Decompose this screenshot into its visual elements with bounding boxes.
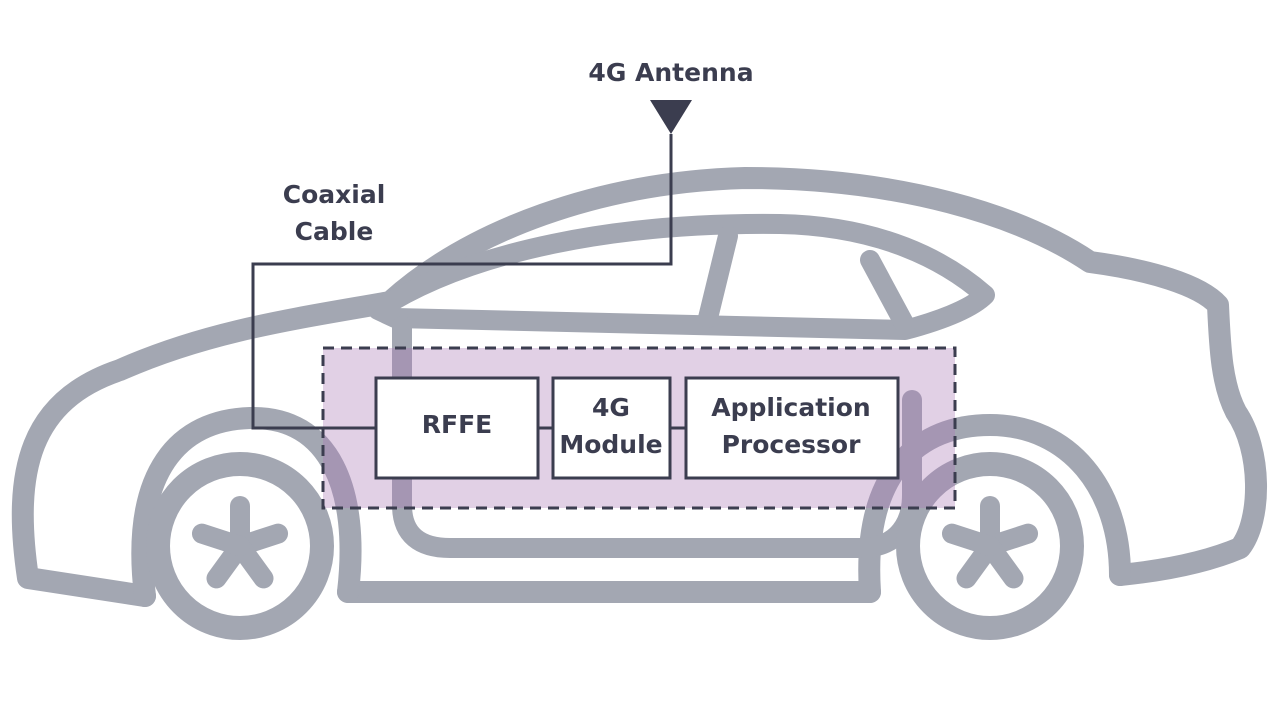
coaxial-cable-label-line1: Coaxial	[283, 180, 386, 209]
coaxial-cable	[251, 134, 673, 430]
rffe-label: RFFE	[422, 410, 492, 439]
rffe-block: RFFE	[374, 376, 540, 480]
front-wheel	[146, 452, 334, 640]
4g-module-block: 4G Module	[551, 376, 672, 480]
window-frame	[368, 213, 995, 340]
car-body-outline	[11, 167, 1268, 607]
antenna-label: 4G Antenna	[588, 58, 753, 87]
wheel-spoke	[941, 523, 1000, 556]
b-pillar	[698, 226, 738, 328]
car-outline	[11, 167, 1268, 607]
rear-wheel	[896, 452, 1084, 640]
4g-module-label-line1: 4G	[592, 393, 630, 422]
c-pillar	[860, 250, 915, 335]
front-wheel-arch	[131, 406, 362, 607]
processor-label-line1: Application	[711, 393, 870, 422]
rear-wheel-arch	[858, 414, 1131, 603]
coaxial-cable-label-line2: Cable	[295, 217, 374, 246]
wheel-spoke	[191, 523, 250, 556]
application-processor-block: Application Processor	[684, 376, 900, 480]
antenna-icon	[650, 100, 692, 134]
4g-module-label-line2: Module	[559, 430, 662, 459]
processor-label-line2: Processor	[722, 430, 862, 459]
